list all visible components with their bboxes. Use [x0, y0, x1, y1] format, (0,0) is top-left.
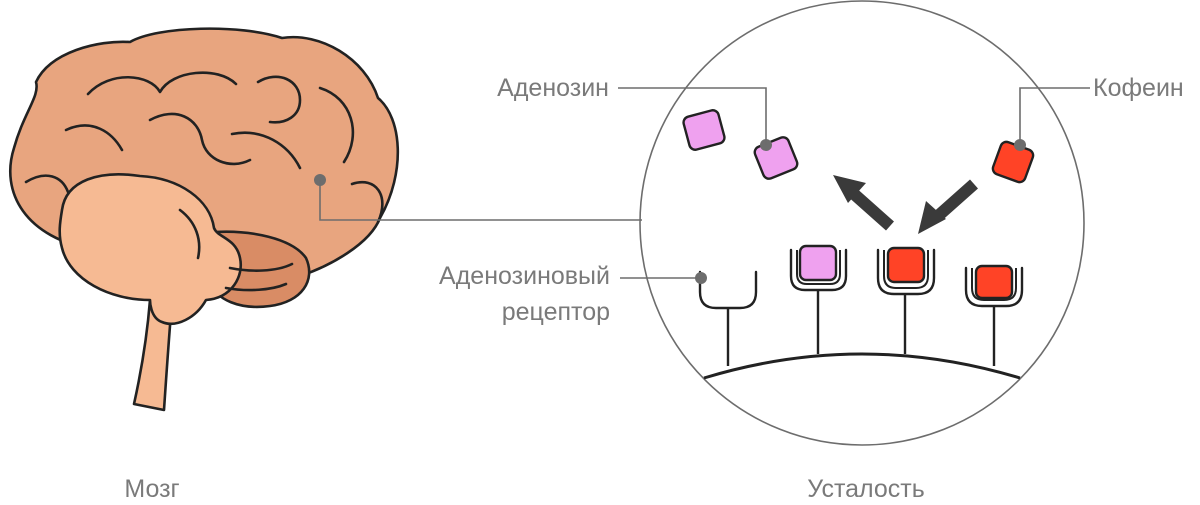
magnified-view-circle	[639, 0, 1085, 446]
cell-membrane	[703, 352, 1021, 380]
brain-illustration	[9, 27, 400, 412]
adenosine-label: Аденозин	[497, 74, 609, 102]
arrow-caffeine-binding	[918, 179, 978, 234]
brain-fold	[350, 181, 384, 224]
receptor-inner-outline	[796, 250, 841, 285]
brain-caption: Мозг	[124, 475, 179, 503]
brain-fold	[148, 112, 252, 166]
caffeine-molecule-free	[991, 140, 1035, 184]
brain-fold	[318, 86, 355, 164]
temporal-lobe	[58, 173, 243, 325]
brain-fold	[230, 131, 302, 170]
caffeine-molecule-bound	[974, 264, 1014, 300]
brain-fold	[228, 262, 294, 272]
caffeine-receptor-bound	[964, 266, 1024, 308]
adenosine-molecule-free	[753, 136, 799, 180]
fatigue-caption: Усталость	[807, 475, 925, 503]
adenosine-receptor-bound	[789, 248, 848, 292]
caffeine-connector-line	[1019, 87, 1090, 145]
brain-fold	[86, 71, 238, 96]
brain-fold	[178, 208, 201, 260]
brain-fold	[224, 282, 288, 292]
brain-fold	[64, 124, 124, 152]
adenosine-connector-line	[618, 87, 767, 145]
adenosine-molecule-free	[682, 109, 726, 151]
brain-fold	[24, 174, 70, 194]
caffeine-label: Кофеин	[1093, 74, 1184, 102]
adenosine-receptor-empty	[698, 270, 758, 310]
caffeine-molecule-bound	[886, 246, 926, 284]
receptor-inner-outline	[883, 250, 929, 289]
receptor-label-line1: Аденозиновый	[439, 262, 610, 290]
arrow-adenosine-displaced	[833, 175, 894, 231]
brain-fold	[256, 75, 302, 124]
receptor-label-line2: рецептор	[502, 298, 610, 326]
receptor-inner-outline	[971, 268, 1017, 301]
caffeine-receptor-bound	[876, 248, 936, 296]
adenosine-molecule-bound	[798, 244, 838, 282]
brain-connector-line	[319, 180, 642, 221]
